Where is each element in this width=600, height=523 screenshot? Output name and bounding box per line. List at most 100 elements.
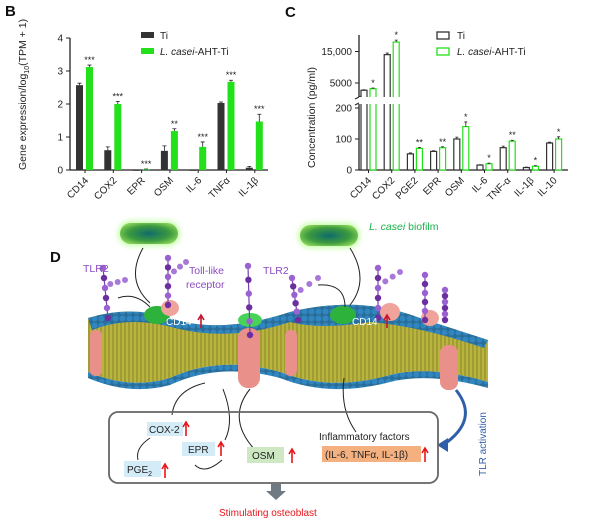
x-tick-label: TNF-α bbox=[485, 175, 513, 203]
bar-ti bbox=[132, 170, 140, 171]
tlr-bead bbox=[177, 263, 183, 270]
significance-label: *** bbox=[84, 55, 95, 65]
error-bar bbox=[432, 150, 436, 152]
tlr-bead bbox=[421, 298, 429, 306]
bar-ti bbox=[383, 54, 391, 171]
significance-label: ** bbox=[416, 137, 424, 147]
error-bar bbox=[548, 141, 552, 144]
tlr2-label-left: TLR2 bbox=[83, 263, 109, 275]
tlr-bead bbox=[290, 283, 297, 290]
chart-b-legend: Ti L. casei-AHT-Ti bbox=[141, 31, 229, 58]
tlr-bead bbox=[441, 298, 449, 306]
bar-lcasei bbox=[508, 140, 516, 171]
y-tick-label: 200 bbox=[335, 104, 352, 115]
chart-b-ylabel-tail: (TPM + 1) bbox=[17, 19, 29, 66]
significance-label: * bbox=[534, 156, 538, 166]
up-arrow-icon bbox=[217, 440, 225, 456]
tlr-bead bbox=[374, 314, 382, 322]
toll-like-receptors bbox=[99, 254, 449, 339]
y-tick-label: 100 bbox=[335, 135, 352, 146]
chart-b-ylabel: Gene expression/log10(TPM + 1) bbox=[17, 19, 31, 170]
tlr-activation-arrow bbox=[442, 389, 467, 447]
chart-b-ylabel-sub: 10 bbox=[24, 66, 31, 74]
tlr-bead bbox=[441, 316, 449, 324]
bar-lcasei bbox=[392, 41, 400, 171]
significance-label: *** bbox=[113, 91, 124, 101]
tlr-bead bbox=[100, 274, 108, 282]
legend-label-ti: Ti bbox=[457, 31, 465, 42]
chart-b-ylabel-main: Gene expression/log bbox=[17, 74, 29, 170]
y-tick-label: 15,000 bbox=[321, 47, 352, 58]
bar-ti bbox=[76, 85, 83, 170]
bar-lcasei bbox=[227, 81, 235, 170]
outcome-label: Stimulating osteoblast bbox=[219, 508, 317, 519]
channel-protein bbox=[238, 328, 260, 388]
tlr-bead bbox=[101, 284, 109, 292]
diagram-d: L. casei biofilm bbox=[83, 221, 489, 519]
legend-swatch-ti bbox=[436, 31, 450, 40]
bar-lcasei bbox=[170, 131, 178, 170]
tlr-bead bbox=[164, 283, 172, 290]
error-bar bbox=[394, 39, 398, 43]
tlr-bead bbox=[374, 304, 382, 312]
tlr-bead bbox=[99, 264, 107, 272]
tlr2-label-right: TLR2 bbox=[263, 265, 289, 277]
membrane-protein bbox=[380, 303, 400, 321]
tlr-bead bbox=[441, 304, 449, 312]
bar-ti bbox=[430, 150, 438, 171]
tlr-bead bbox=[246, 304, 253, 311]
biofilm-label-italic: L. casei bbox=[369, 221, 406, 233]
error-bar bbox=[200, 141, 205, 147]
tlr-bead bbox=[107, 281, 114, 287]
cd14-label-right: CD14 bbox=[352, 317, 378, 328]
tlr-bead bbox=[171, 268, 177, 275]
error-bar bbox=[371, 87, 375, 89]
legend-swatch-ti bbox=[141, 32, 154, 38]
panel-label-b: B bbox=[5, 3, 16, 20]
chart-c-legend: Ti L. casei-AHT-Ti bbox=[436, 31, 526, 58]
axis-break-gap bbox=[382, 97, 401, 104]
x-tick-label: OSM bbox=[152, 175, 176, 199]
error-bar bbox=[257, 113, 262, 122]
legend-label-lcasei: L. casei-AHT-Ti bbox=[457, 47, 526, 58]
bacterium-left bbox=[118, 221, 180, 246]
chart-c-ylabel: Concentration (pg/ml) bbox=[306, 67, 318, 168]
bar-ti bbox=[453, 138, 461, 171]
bar-lcasei bbox=[86, 67, 93, 170]
x-tick-label: IL-10 bbox=[536, 175, 560, 199]
y-tick-label: 0 bbox=[346, 166, 352, 177]
y-tick-label: 0 bbox=[57, 166, 63, 177]
tlr-bead bbox=[104, 314, 112, 322]
cox2-highlight bbox=[147, 422, 183, 436]
error-bar bbox=[408, 152, 412, 154]
tlr-bead bbox=[421, 307, 429, 315]
y-tick-label: 4 bbox=[57, 34, 63, 45]
x-tick-label: EPR bbox=[421, 175, 443, 197]
tlr-bead bbox=[245, 290, 252, 297]
significance-label: ** bbox=[439, 137, 447, 147]
tlr-bead bbox=[421, 289, 429, 297]
epr-label: EPR bbox=[188, 445, 209, 456]
bar-ti bbox=[104, 150, 112, 170]
error-bar bbox=[229, 79, 233, 82]
tlr-bead bbox=[114, 279, 121, 285]
bar-ti bbox=[189, 170, 197, 171]
up-arrow-icon bbox=[383, 313, 391, 328]
tlr-bead bbox=[297, 287, 304, 293]
y-tick-label: 5000 bbox=[330, 79, 353, 90]
up-arrow-icon bbox=[421, 446, 429, 462]
tlr-bead bbox=[441, 310, 449, 318]
toll-like-label-1: Toll-like bbox=[189, 265, 224, 277]
significance-label: * bbox=[464, 112, 468, 122]
significance-label: * bbox=[557, 127, 561, 137]
bacterium-right bbox=[298, 223, 360, 248]
osm-label: OSM bbox=[252, 451, 275, 462]
significance-label: ** bbox=[171, 119, 179, 129]
x-tick-label: CD14 bbox=[348, 175, 374, 201]
pge2-highlight bbox=[124, 461, 161, 477]
cd14-protein bbox=[330, 306, 356, 324]
bar-ti bbox=[545, 142, 554, 171]
error-bar bbox=[162, 145, 167, 151]
error-bar bbox=[172, 128, 177, 132]
tlr-bead bbox=[389, 273, 396, 280]
